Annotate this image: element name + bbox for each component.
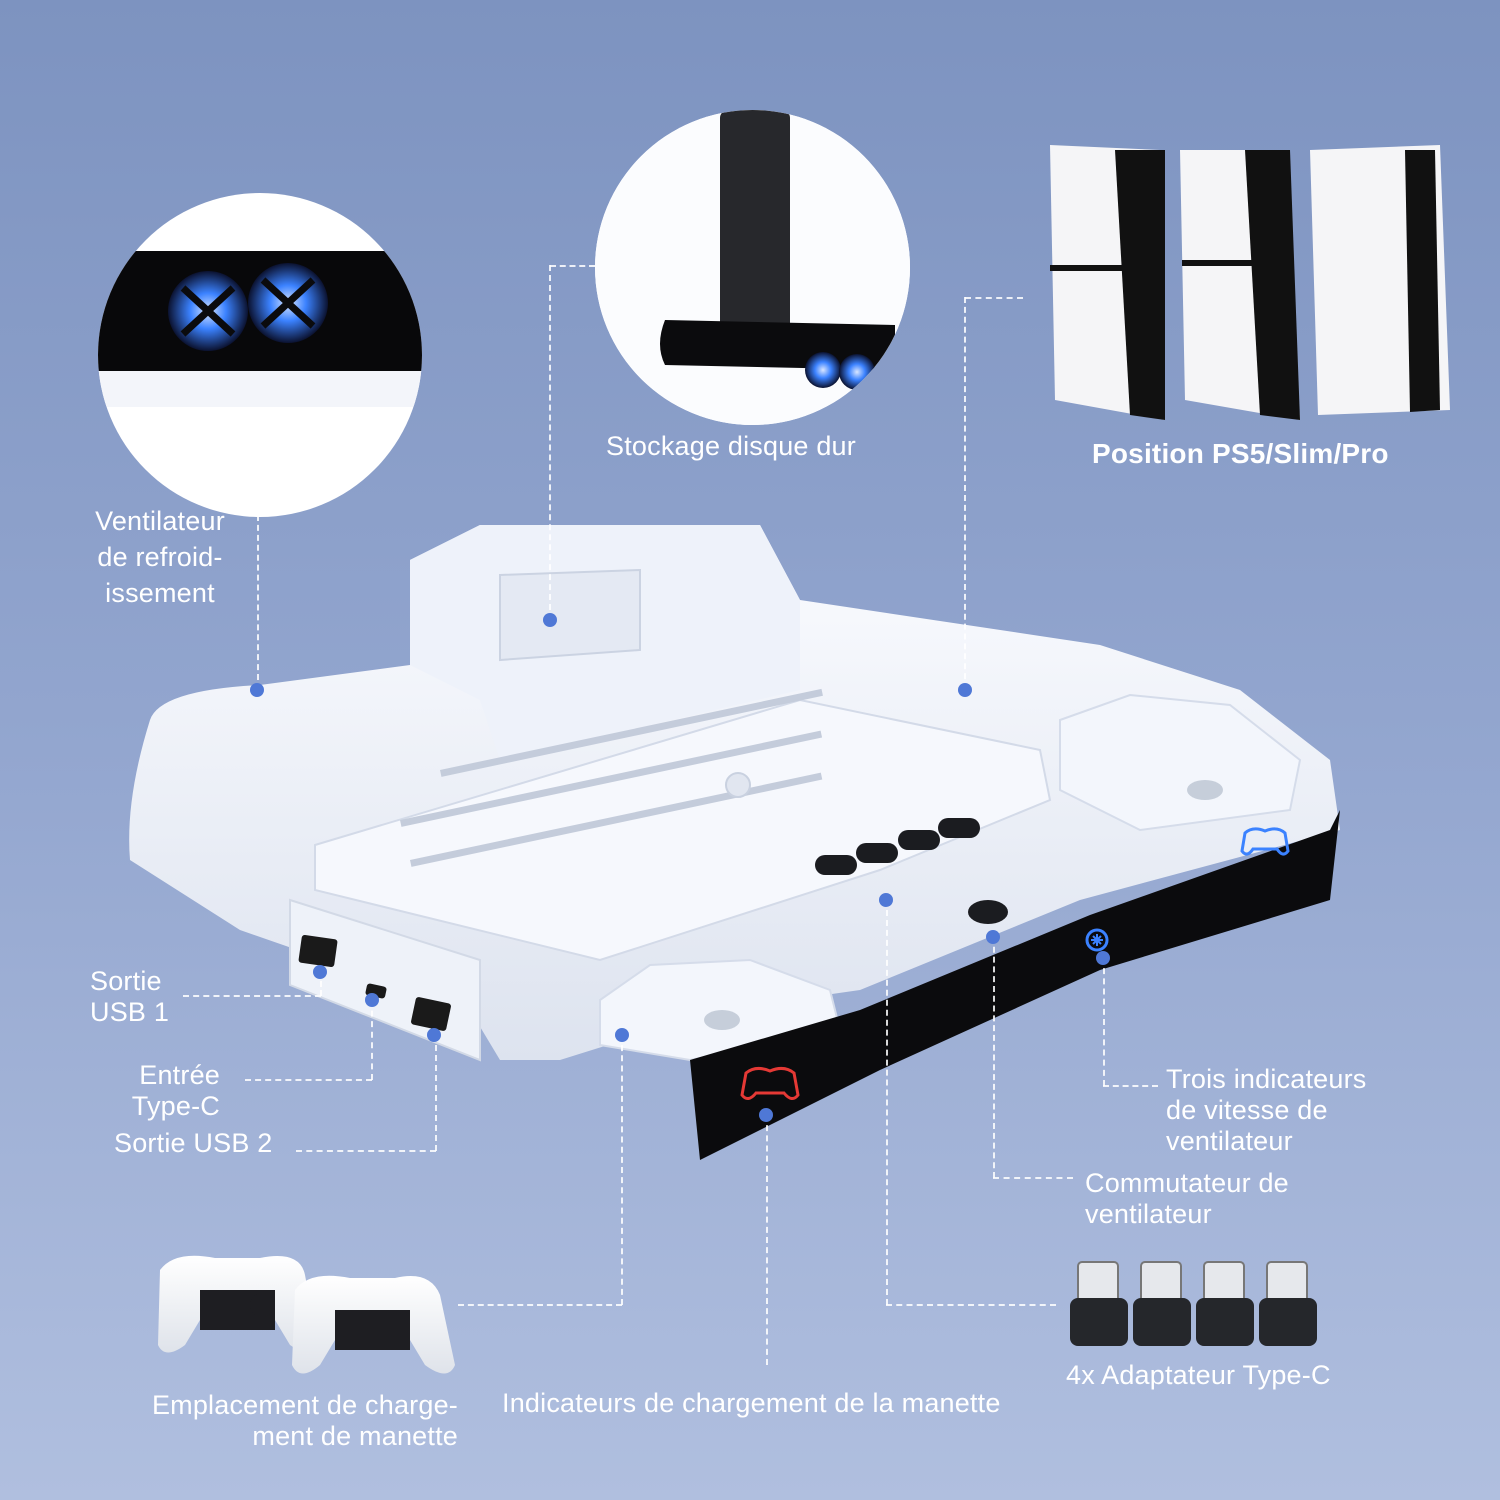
left-slot-red-led (740, 1066, 800, 1100)
dot-usb1 (313, 965, 327, 979)
connector-typec (245, 1079, 372, 1081)
label-line: Type-C (131, 1091, 220, 1121)
connector-fan-speed-v (1103, 958, 1105, 1086)
usb-c-adapter-set (1070, 1261, 1317, 1346)
label-controller-slot: Emplacement de charge- ment de manette (100, 1390, 458, 1452)
charging-dock (129, 525, 1341, 1160)
dot-fan-speed (1096, 951, 1110, 965)
label-line: Trois indicateurs (1166, 1064, 1367, 1094)
label-type-c-in: Entrée Type-C (100, 1060, 220, 1122)
label-line: ment de manette (252, 1421, 458, 1451)
dot-hdd (543, 613, 557, 627)
label-line: ventilateur (1166, 1126, 1293, 1156)
label-fan-switch: Commutateur de ventilateur (1085, 1168, 1289, 1230)
label-line: ventilateur (1085, 1199, 1212, 1229)
fan-speed-led (1085, 928, 1109, 952)
connector-usb2-v (435, 1035, 437, 1151)
right-slot-blue-led (1240, 827, 1290, 856)
connector-usb1 (183, 995, 321, 997)
connector-hdd (549, 265, 551, 620)
dot-typec (365, 993, 379, 1007)
label-line: issement (105, 578, 215, 608)
connector-cooling-fan (257, 505, 259, 690)
connector-fan-switch (993, 1177, 1073, 1179)
connector-controller-slot-v (621, 1035, 623, 1305)
label-fan-speed-indicators: Trois indicateurs de vitesse de ventilat… (1166, 1064, 1366, 1157)
connector-console (964, 297, 966, 689)
label-usb-out-2: Sortie USB 2 (114, 1128, 273, 1158)
label-usb-out-1: Sortie USB 1 (90, 966, 169, 1028)
connector-usb2 (296, 1150, 436, 1152)
hard-drive-closeup (595, 110, 910, 425)
label-cooling-fan: Ventilateur de refroid- issement (70, 506, 250, 609)
label-console-positions: Position PS5/Slim/Pro (1092, 438, 1389, 469)
label-line: Entrée (139, 1060, 220, 1090)
gamepad-pair (158, 1255, 455, 1374)
label-line: USB 1 (90, 997, 170, 1027)
connector-charging-indicators (766, 1115, 768, 1365)
label-type-c-adapters: 4x Adaptateur Type-C (1066, 1360, 1331, 1390)
dot-console (958, 683, 972, 697)
label-charging-indicators: Indicateurs de chargement de la manette (502, 1388, 1001, 1418)
cooling-fan-closeup (98, 193, 422, 517)
dot-charging-indicators (759, 1108, 773, 1122)
connector-typec-v (371, 1000, 373, 1080)
dot-fan-switch (986, 930, 1000, 944)
label-line: de vitesse de (1166, 1095, 1328, 1125)
label-line: Sortie (90, 966, 162, 996)
label-line: Ventilateur (95, 506, 225, 536)
label-line: de refroid- (97, 542, 223, 572)
dot-usb2 (427, 1028, 441, 1042)
connector-hdd-top (550, 265, 595, 267)
connector-controller-slot (458, 1304, 622, 1306)
connector-fan-switch-v (993, 937, 995, 1178)
dot-controller-slot (615, 1028, 629, 1042)
label-hdd-storage: Stockage disque dur (606, 431, 856, 461)
label-line: Emplacement de charge- (151, 1390, 458, 1420)
dot-cooling-fan (250, 683, 264, 697)
dot-buttons (879, 893, 893, 907)
connector-adapters (886, 1304, 1056, 1306)
connector-usb1-v (320, 972, 322, 996)
connector-console-top (965, 297, 1023, 299)
connector-fan-speed (1103, 1085, 1158, 1087)
connector-adapters-v (886, 900, 888, 1305)
label-line: Commutateur de (1085, 1168, 1289, 1198)
ps5-console-variants (1050, 145, 1450, 420)
